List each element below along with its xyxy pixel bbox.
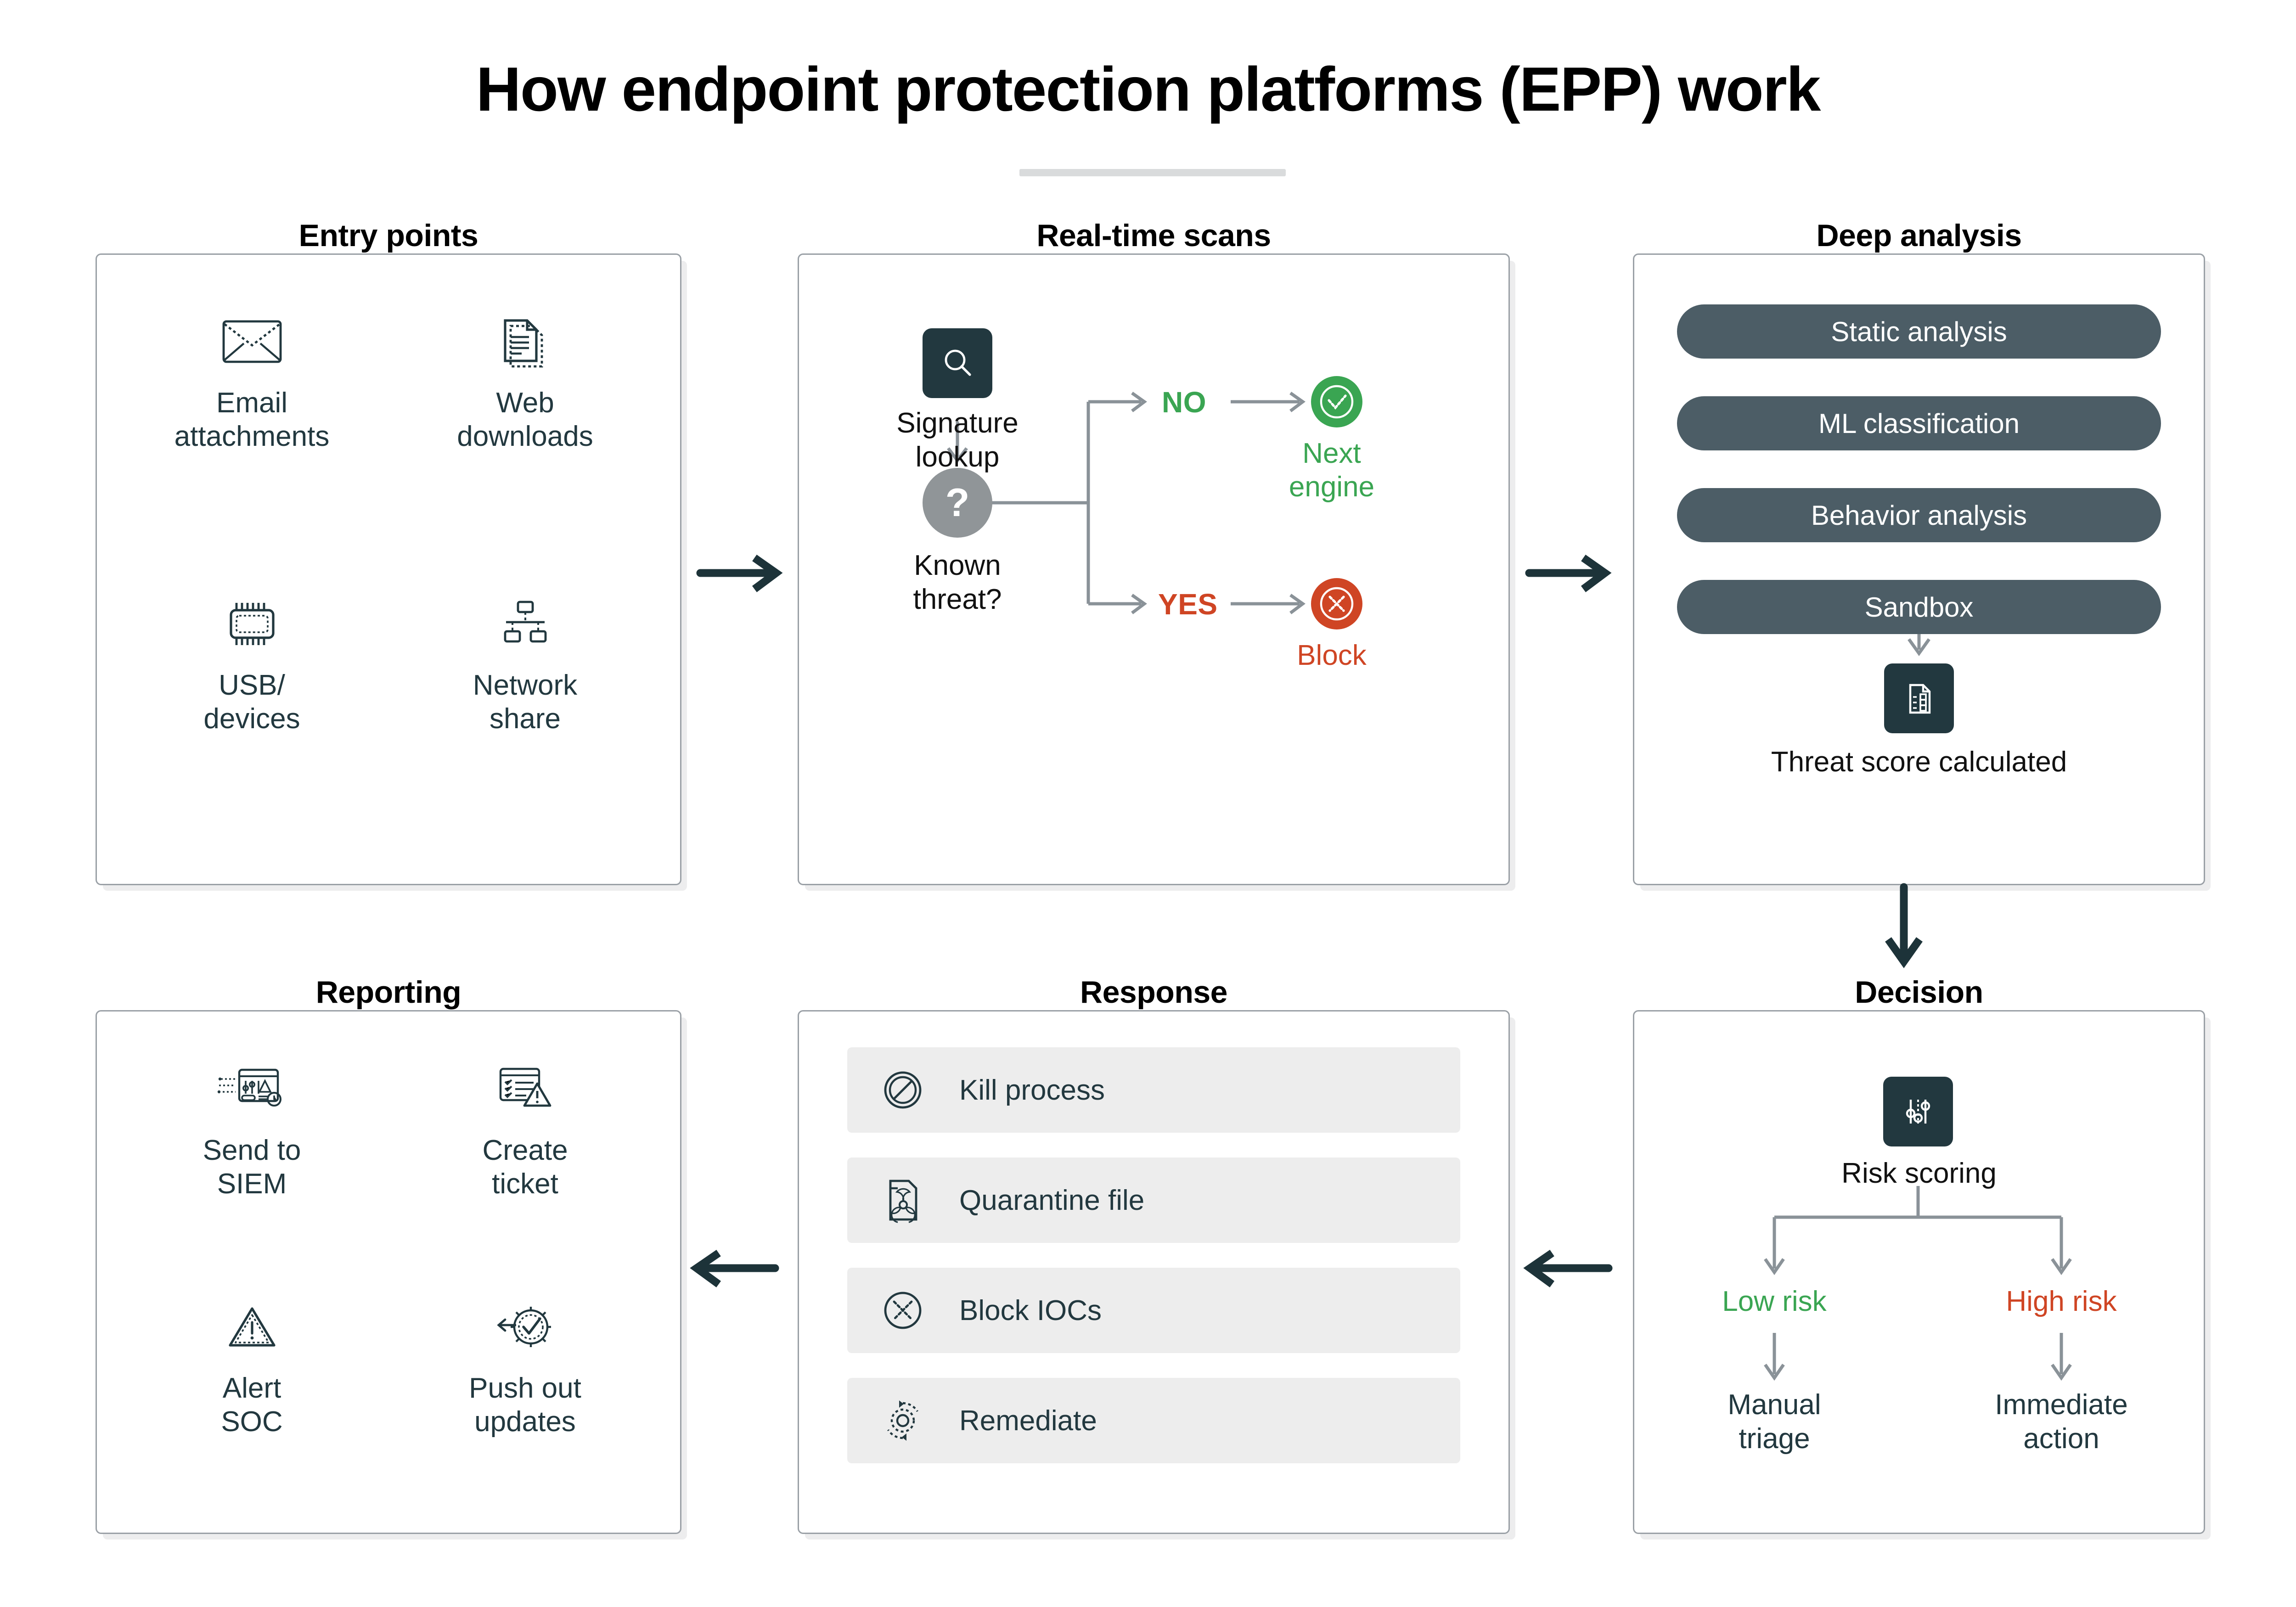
panel-title-entry-points: Entry points [97,220,680,251]
known-threat-decision-node: ? [923,468,992,538]
deep-stage-sandbox: Sandbox [1677,580,2161,634]
entry-item-usb: USB/devices [115,574,388,856]
prohibited-icon [868,1068,937,1112]
connector-response-to-reporting [690,1249,779,1287]
response-label-kill-process: Kill process [959,1074,1105,1106]
report-checklist-icon [1884,663,1954,733]
branch-result-block: Block [1297,640,1367,671]
documents-icon [498,307,553,376]
deep-stage-ml-classification: ML classification [1677,396,2161,450]
panel-reporting: Reporting [96,977,681,1534]
panel-title-real-time-scans: Real-time scans [799,220,1508,251]
panel-decision: Decision [1633,977,2205,1534]
entry-label-usb: USB/devices [203,669,300,735]
branch-label-no: NO [1162,386,1206,419]
warning-triangle-icon [226,1292,278,1361]
decision-connectors [1764,1186,2072,1381]
envelope-icon [222,307,282,376]
response-row-block-iocs[interactable]: Block IOCs [847,1268,1460,1353]
scan-flow-connectors [947,392,1306,614]
panel-real-time-scans: Real-time scans [798,220,1510,885]
deep-stage-static-analysis: Static analysis [1677,304,2161,359]
response-label-remediate: Remediate [959,1405,1097,1437]
title-divider [1019,169,1286,176]
response-label-block-iocs: Block IOCs [959,1294,1102,1326]
panel-title-deep-analysis: Deep analysis [1634,220,2204,251]
response-row-quarantine-file[interactable]: Quarantine file [847,1157,1460,1243]
checklist-alert-icon [497,1055,554,1124]
response-label-quarantine-file: Quarantine file [959,1184,1145,1216]
connector-scans-to-deep [1525,555,1612,592]
x-target-icon [868,1289,937,1332]
panel-deep-analysis: Deep analysis Static analysis ML classif… [1633,220,2205,885]
response-row-remediate[interactable]: Remediate [847,1378,1460,1463]
sliders-icon [1883,1077,1953,1146]
siem-dashboard-icon [217,1055,287,1124]
gear-check-icon [496,1292,555,1361]
connector-entry-to-scans [696,555,783,592]
page-title: How endpoint protection platforms (EPP) … [476,54,1821,124]
connector-deep-to-decision [1885,883,1923,968]
branch-label-yes: YES [1158,588,1218,621]
network-share-icon [497,590,554,658]
chip-icon [220,590,284,658]
panel-title-reporting: Reporting [97,977,680,1008]
panel-title-response: Response [799,977,1508,1008]
biohazard-file-icon [868,1177,937,1223]
question-mark-glyph: ? [945,480,970,525]
connector-decision-to-response [1523,1249,1613,1287]
x-circle-icon [1311,578,1362,629]
deep-stage-behavior-analysis: Behavior analysis [1677,488,2161,542]
gear-refresh-icon [868,1398,937,1444]
panel-title-decision: Decision [1634,977,2204,1008]
risk-scoring-label: Risk scoring [1841,1157,1997,1189]
response-row-kill-process[interactable]: Kill process [847,1047,1460,1133]
panel-response: Response Kill process [798,977,1510,1534]
decision-branch-high-risk: High risk [2006,1286,2117,1317]
threat-score-label: Threat score calculated [1771,746,2067,778]
magnifier-icon [923,328,992,398]
check-circle-icon [1311,376,1362,427]
decision-branch-low-risk: Low risk [1722,1286,1827,1317]
